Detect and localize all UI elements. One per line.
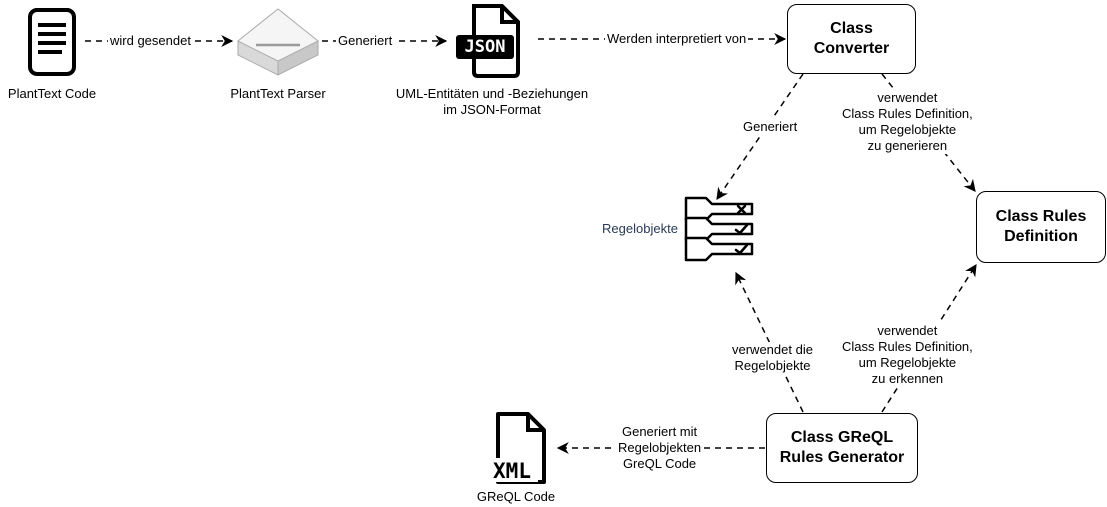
class-converter-node: Class Converter (787, 4, 916, 74)
edge-label-generiert-parser: Generiert (336, 33, 395, 49)
class-greql-generator-node: Class GReQL Rules Generator (766, 413, 918, 483)
edge-label-verwendet-generieren: verwendet Class Rules Definition, um Reg… (840, 90, 975, 154)
class-rules-definition-node: Class Rules Definition (976, 191, 1106, 263)
edge-converter-to-regelobjekte (716, 73, 804, 200)
document-icon (27, 7, 77, 77)
xml-file-icon: XML (482, 410, 552, 486)
edge-label-generiert-mit: Generiert mit Regelobjekten GreQL Code (616, 424, 704, 472)
regelobjekte-label: Regelobjekte (602, 221, 678, 236)
edge-label-werden-interpretiert: Werden interpretiert von (605, 31, 749, 47)
class-greql-generator-label: Class GReQL Rules Generator (779, 429, 905, 466)
class-converter-label: Class Converter (813, 20, 890, 57)
edge-label-verwendet-erkennen: verwendet Class Rules Definition, um Reg… (840, 323, 975, 387)
edge-label-wird-gesendet: wird gesendet (108, 33, 193, 49)
plantext-code-label: PlantText Code (7, 86, 97, 101)
parser-box-icon (236, 5, 320, 77)
rule-objects-icon (684, 194, 756, 262)
edge-generator-to-rules (881, 263, 977, 413)
xml-icon-text: XML (493, 459, 531, 483)
json-output-label: UML-Entitäten und -Beziehungen im JSON-F… (395, 86, 589, 117)
class-rules-definition-label: Class Rules Definition (995, 208, 1087, 245)
edge-label-verwendet-regelobjekte: verwendet die Regelobjekte (730, 342, 815, 374)
plantext-parser-label: PlantText Parser (230, 86, 326, 101)
json-icon-text: JSON (464, 37, 506, 57)
edge-label-generiert-regelobjekte: Generiert (741, 119, 800, 135)
json-file-icon: JSON (452, 2, 532, 80)
greql-code-label: GReQL Code (476, 489, 556, 504)
